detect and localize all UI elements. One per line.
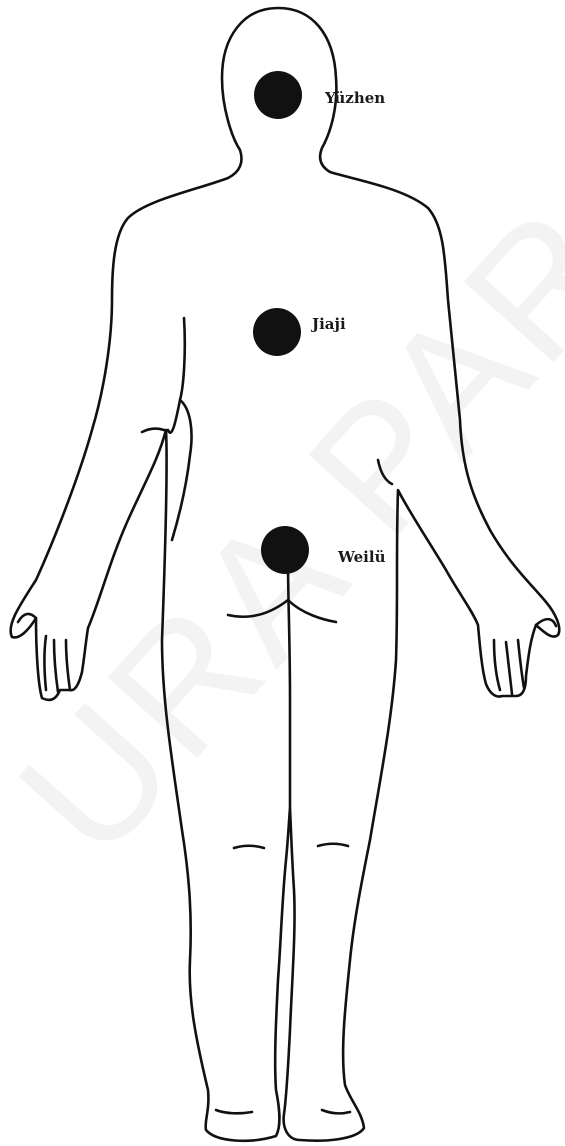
yuzhen-dot (254, 71, 302, 119)
jiaji-dot (253, 308, 301, 356)
yuzhen-label: Yüzhen (325, 89, 385, 107)
jiaji-label: Jiaji (312, 315, 346, 333)
weilu-dot (261, 526, 309, 574)
weilu-label: Weilü (338, 548, 385, 566)
